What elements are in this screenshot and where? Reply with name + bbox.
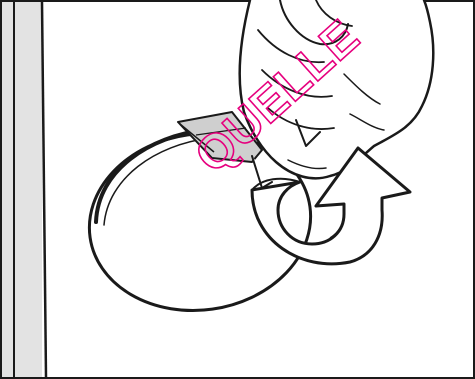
side-panel	[2, 2, 46, 377]
